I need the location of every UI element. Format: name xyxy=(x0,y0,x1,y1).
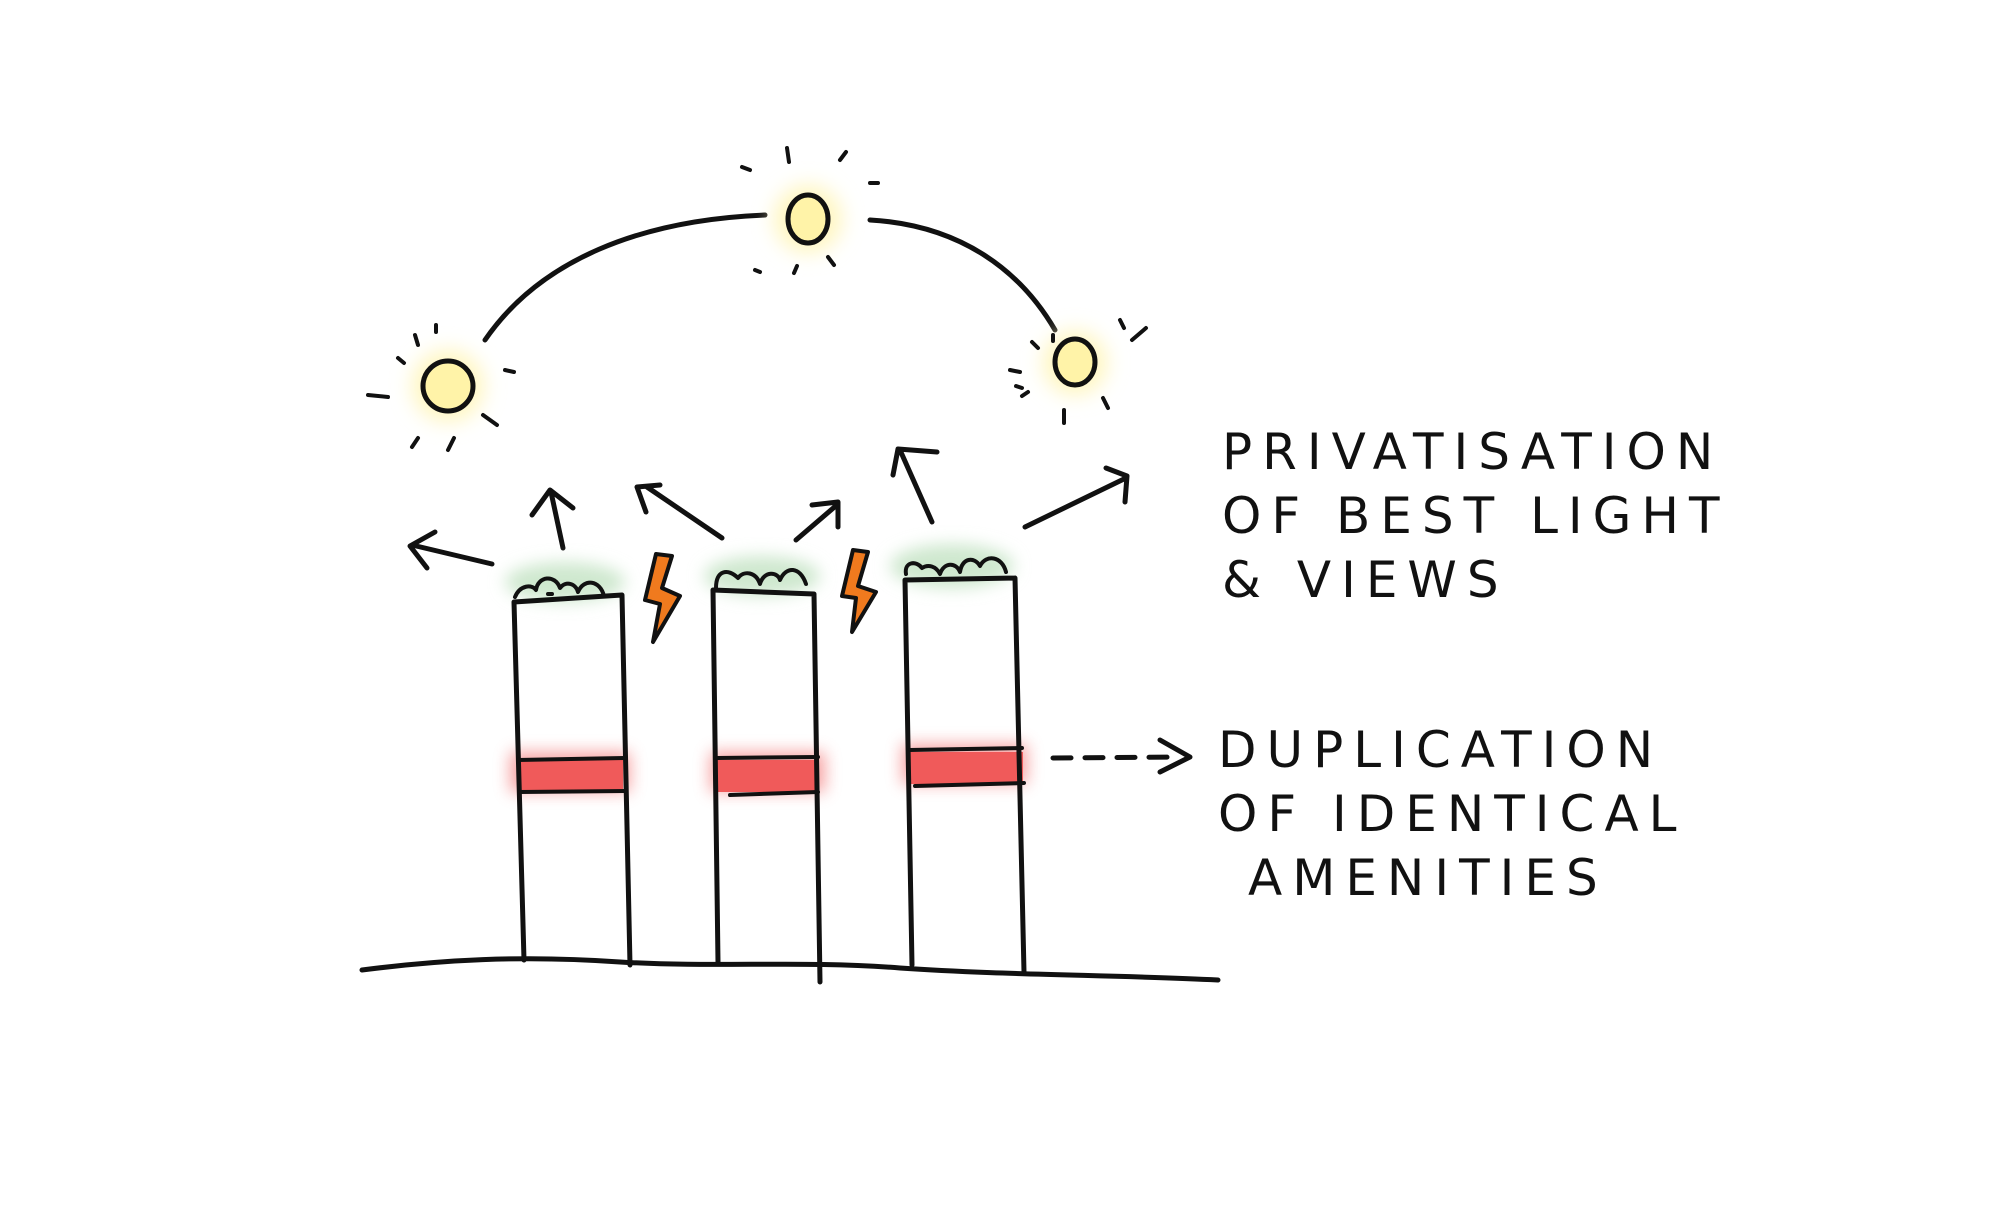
lightning-bolt-icon xyxy=(840,548,878,634)
arrow-icon xyxy=(1050,737,1193,775)
duplication-line-3: AMENITIES xyxy=(1248,849,1608,907)
roof-garden-icon xyxy=(903,556,1008,576)
roof-garden-icon xyxy=(714,568,808,590)
tower-icon xyxy=(710,568,823,985)
arrow-icon xyxy=(890,446,940,525)
privatisation-line-1: PRIVATISATION xyxy=(1222,423,1724,481)
sun-path-arc xyxy=(482,212,1058,343)
arrow-icon xyxy=(529,487,576,551)
arrow-icon xyxy=(1022,465,1130,530)
arrow-icon xyxy=(634,482,725,541)
roof-garden-icon xyxy=(513,576,606,599)
sun-icon xyxy=(366,323,516,452)
duplication-label: DUPLICATION OF IDENTICAL AMENITIES xyxy=(1218,718,1687,910)
privatisation-line-2: OF BEST LIGHT xyxy=(1222,487,1730,545)
privatisation-label: PRIVATISATION OF BEST LIGHT & VIEWS xyxy=(1222,420,1730,612)
privatisation-line-3: & VIEWS xyxy=(1222,551,1509,609)
lightning-bolt-icon xyxy=(643,552,682,644)
sun-icon xyxy=(740,146,880,275)
sun-icon xyxy=(1008,318,1148,425)
duplication-line-1: DUPLICATION xyxy=(1218,721,1664,779)
arrow-icon xyxy=(407,529,495,571)
tower-icon xyxy=(511,576,633,968)
ground-line xyxy=(359,956,1221,983)
duplication-line-2: OF IDENTICAL xyxy=(1218,785,1687,843)
tower-icon xyxy=(902,556,1027,975)
arrow-icon xyxy=(793,499,841,543)
